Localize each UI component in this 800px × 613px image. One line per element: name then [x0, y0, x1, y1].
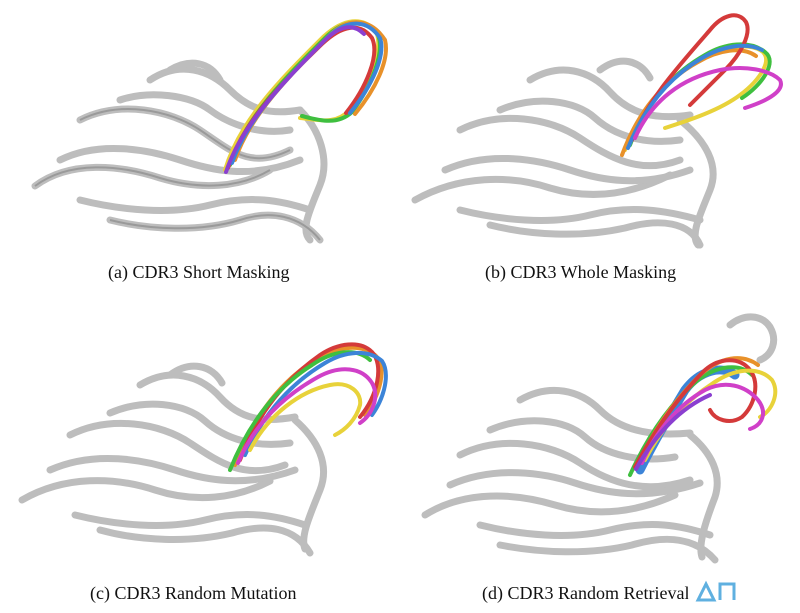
panel-c: (c) CDR3 Random Mutation — [0, 305, 400, 610]
panel-b: (b) CDR3 Whole Masking — [400, 0, 800, 305]
caption-d: (d) CDR3 Random Retrieval — [482, 583, 690, 603]
protein-structure-a — [31, 19, 388, 244]
caption-b: (b) CDR3 Whole Masking — [485, 262, 677, 282]
watermark-logo-icon — [688, 578, 796, 606]
panel-a: (a) CDR3 Short Masking — [0, 0, 400, 305]
protein-structure-c — [18, 342, 388, 557]
watermark-logo — [688, 574, 798, 608]
caption-c: (c) CDR3 Random Mutation — [90, 583, 297, 603]
panel-d: (d) CDR3 Random Retrieval — [400, 305, 800, 610]
caption-a: (a) CDR3 Short Masking — [108, 262, 290, 282]
protein-structure-b — [411, 13, 783, 249]
protein-structure-d — [421, 313, 778, 564]
